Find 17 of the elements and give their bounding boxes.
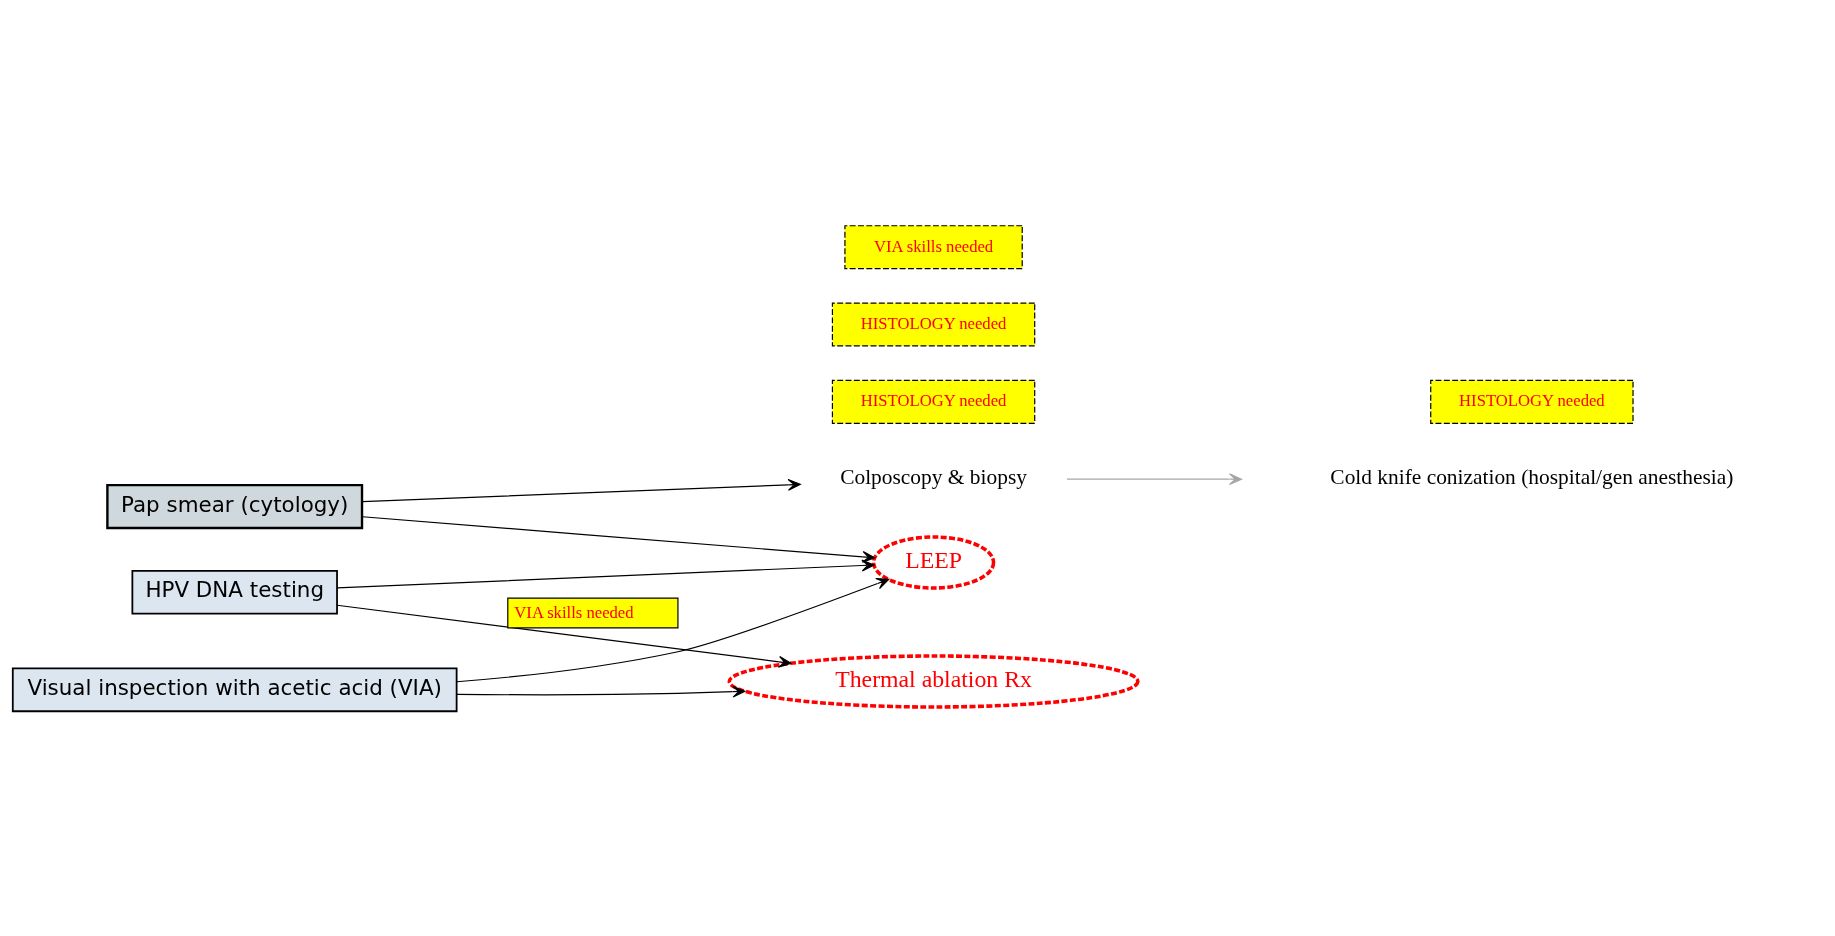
arrow (361, 515, 876, 563)
edge-label: VIA skills needed (514, 602, 634, 622)
node-box: HISTOLOGY needed (831, 302, 1036, 347)
node-box: HISTOLOGY needed (1430, 379, 1634, 424)
arrow (1066, 472, 1243, 485)
node-text: Cold knife conization (hospital/gen anesthesia) (1330, 464, 1734, 489)
arrow (336, 604, 792, 668)
arrow (456, 685, 746, 698)
arrow (336, 559, 875, 588)
arrow (361, 478, 801, 502)
node-box: VIA skills needed (844, 224, 1023, 269)
node-box: HPV DNA testing (131, 569, 338, 615)
node-text: Colposcopy & biopsy (840, 464, 1027, 489)
node-box: HISTOLOGY needed (831, 379, 1036, 424)
arrow (456, 577, 890, 682)
node-box: Pap smear (cytology) (106, 483, 364, 529)
node-box: Visual inspection with acetic acid (VIA) (11, 667, 458, 712)
